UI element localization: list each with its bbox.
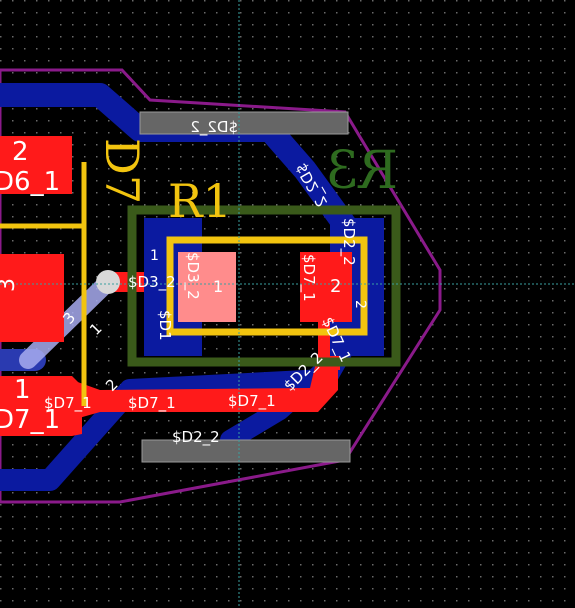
net-label-d2-2-pad: $D2_2 — [339, 218, 358, 266]
net-label-d1: $D1 — [156, 310, 174, 341]
ref-d7: D7 — [95, 138, 149, 204]
trace-d7-bottom — [72, 345, 338, 420]
ref-r3: R3 — [326, 141, 398, 201]
net-label-d3-2-pad: $D3_2 — [183, 252, 202, 300]
ref-r1: R1 — [168, 174, 232, 228]
r1-pad-2[interactable] — [300, 252, 352, 322]
r3-pad-1-number: 1 — [150, 248, 159, 264]
d6-pad-number: 2 — [12, 137, 29, 167]
via[interactable] — [96, 270, 120, 294]
r1-pad-1[interactable] — [178, 252, 236, 322]
d7-pad-net: D7_1 — [0, 405, 60, 435]
r1-courtyard — [127, 205, 401, 367]
silk-bar-top — [139, 111, 349, 135]
board-outline — [0, 68, 442, 504]
r1-pad-2-number: 2 — [330, 276, 341, 297]
net-label-d2-2-top: $D2_2 — [190, 118, 238, 137]
net-label-d7-1-a: $D7_1 — [44, 394, 92, 413]
net-label-d7-1-b: $D7_1 — [128, 394, 176, 413]
d7-pad-number: 1 — [14, 375, 31, 405]
mid-pad-3[interactable] — [0, 254, 64, 342]
net-label-d3-2: $D3_2 — [128, 273, 176, 292]
silk-bar-bottom — [141, 439, 351, 463]
r1-silkscreen — [166, 236, 368, 336]
r1-pad-1-number: 1 — [213, 277, 223, 296]
net-label-d2-2-bottom: $D2_2 — [172, 428, 220, 447]
d6-pad-net: D6_1 — [0, 167, 60, 197]
net-label-d7-1-pad: $D7_1 — [299, 254, 318, 302]
net-label-d7-1-c: $D7_1 — [228, 392, 276, 411]
mid-pad-number: 3 — [0, 278, 20, 292]
d6-pad-2[interactable] — [0, 136, 72, 194]
trace-highlight[interactable] — [19, 273, 117, 369]
r3-pad-2-number: 2 — [352, 300, 368, 309]
d7-pad-1[interactable] — [0, 376, 82, 436]
